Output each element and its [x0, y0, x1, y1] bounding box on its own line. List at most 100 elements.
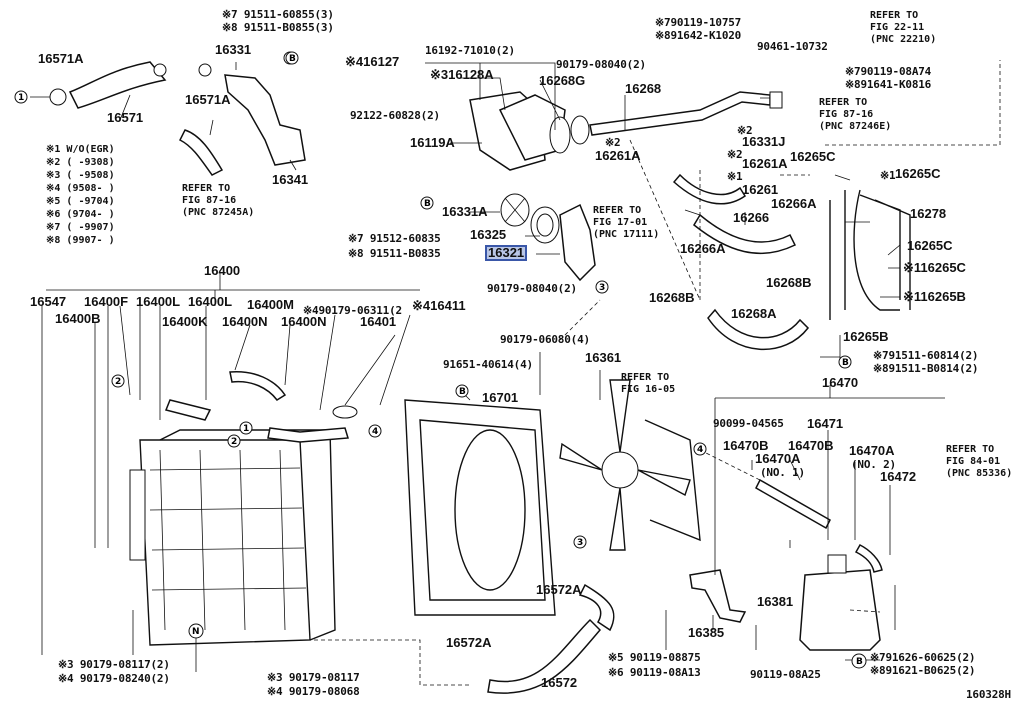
label-16266A-b[interactable]: 16266A: [680, 241, 726, 256]
hose-16268A[interactable]: [707, 308, 809, 350]
label-16400L-b[interactable]: 16400L: [188, 294, 233, 309]
label-92122[interactable]: 92122-60828(2): [350, 109, 440, 122]
label-16325[interactable]: 16325: [470, 227, 507, 242]
label-c1-16261[interactable]: ※1: [727, 170, 743, 183]
pipe-16278[interactable]: [829, 189, 911, 320]
label-90099[interactable]: 90099-04565: [713, 417, 784, 430]
label-16470A-2[interactable]: 16470A: [849, 443, 895, 458]
reserve-tank-16470[interactable]: [799, 554, 881, 651]
label-16261A-a[interactable]: 16261A: [595, 148, 641, 163]
housing-16119A[interactable]: [469, 91, 590, 171]
radiator-16400[interactable]: [129, 429, 336, 646]
label-16400L-a[interactable]: 16400L: [136, 294, 181, 309]
label-16400K[interactable]: 16400K: [162, 314, 208, 329]
hose-16571[interactable]: [49, 61, 167, 109]
label-16268A[interactable]: 16268A: [731, 306, 777, 321]
label-16268B-a[interactable]: 16268B: [766, 275, 812, 290]
label-16547[interactable]: 16547: [30, 294, 67, 309]
label-16400B[interactable]: 16400B: [55, 311, 101, 326]
radiator-cap-16401[interactable]: [332, 405, 358, 419]
label-c2-b[interactable]: ※2: [737, 124, 753, 137]
label-16278[interactable]: 16278: [910, 206, 947, 221]
label-c7-60814[interactable]: ※791511-60814(2): [873, 349, 979, 362]
label-16472[interactable]: 16472: [880, 469, 917, 484]
label-16265C-a[interactable]: 16265C: [790, 149, 836, 164]
label-c2-c[interactable]: ※2: [727, 148, 743, 161]
gasket-16325[interactable]: [530, 206, 560, 244]
label-c4-08240[interactable]: ※4 90179-08240(2): [58, 672, 170, 685]
label-16571A-b[interactable]: 16571A: [185, 92, 231, 107]
label-c7-mid[interactable]: ※7 91512-60835: [348, 232, 441, 245]
refer-block-16-05[interactable]: REFER TO FIG 16-05: [621, 372, 675, 396]
label-16265B-a[interactable]: ※116265B: [903, 289, 966, 304]
label-c2-a[interactable]: ※2: [605, 136, 621, 149]
label-16400[interactable]: 16400: [204, 263, 241, 278]
label-16572[interactable]: 16572: [541, 675, 578, 690]
label-c7-91626[interactable]: ※791626-60625(2): [870, 651, 976, 664]
label-16192[interactable]: 16192-71010(2): [425, 44, 515, 57]
pipe-16268[interactable]: [589, 91, 783, 136]
label-16471[interactable]: 16471: [807, 416, 844, 431]
label-c4-08068[interactable]: ※4 90179-08068: [267, 685, 360, 698]
label-c6-08A13[interactable]: ※6 90119-08A13: [608, 666, 701, 679]
refer-block-22210[interactable]: REFER TO FIG 22-11 (PNC 22210): [870, 10, 936, 46]
label-16571A[interactable]: 16571A: [38, 51, 84, 66]
label-16331J[interactable]: 16331J: [742, 134, 786, 149]
thermostat-16331A[interactable]: [500, 193, 530, 227]
refer-block-17111[interactable]: REFER TO FIG 17-01 (PNC 17111): [593, 205, 659, 241]
hose-16261[interactable]: [672, 173, 747, 205]
shroud-16701[interactable]: [404, 399, 556, 616]
label-90179-08040a[interactable]: 90179-08040(2): [556, 58, 646, 71]
label-16331A[interactable]: 16331A: [442, 204, 488, 219]
hose-16571A[interactable]: [178, 129, 224, 176]
label-16268B-b[interactable]: 16268B: [649, 290, 695, 305]
bracket-16381[interactable]: [689, 569, 747, 623]
label-c7-10757[interactable]: ※790119-10757: [655, 16, 742, 29]
label-16400F[interactable]: 16400F: [84, 294, 129, 309]
label-90179-06311[interactable]: ※490179-06311(2: [303, 304, 402, 317]
label-16261A-b[interactable]: 16261A: [742, 156, 788, 171]
refer-block-87246E[interactable]: REFER TO FIG 87-16 (PNC 87246E): [819, 97, 891, 133]
label-16331[interactable]: 16331: [215, 42, 252, 57]
label-16266A-a[interactable]: 16266A: [771, 196, 817, 211]
fan-16361[interactable]: [559, 379, 701, 551]
label-16571[interactable]: 16571: [107, 110, 144, 125]
label-16470B-b[interactable]: 16470B: [788, 438, 834, 453]
refer-block-87245A[interactable]: REFER TO FIG 87-16 (PNC 87245A): [182, 183, 254, 219]
label-16401[interactable]: 16401: [360, 314, 397, 329]
label-16265C-c[interactable]: 16265C: [907, 238, 953, 253]
label-c3-08117a[interactable]: ※3 90179-08117(2): [58, 658, 170, 671]
label-c1-16265C[interactable]: ※1: [880, 169, 896, 182]
label-c8-91621[interactable]: ※891621-B0625(2): [870, 664, 976, 677]
label-16572A-a[interactable]: 16572A: [536, 582, 582, 597]
label-16265C-b[interactable]: 16265C: [895, 166, 941, 181]
label-c8-91641[interactable]: ※891641-K0816: [845, 78, 932, 91]
label-16128A[interactable]: ※316128A: [430, 67, 494, 82]
label-16268G[interactable]: 16268G: [539, 73, 586, 88]
label-c8-B0814[interactable]: ※891511-B0814(2): [873, 362, 979, 375]
label-16470[interactable]: 16470: [822, 375, 859, 390]
label-c5-08875[interactable]: ※5 90119-08875: [608, 651, 701, 664]
hose-16470A[interactable]: [755, 478, 831, 530]
label-16266[interactable]: 16266: [733, 210, 770, 225]
hose-16572[interactable]: [487, 583, 615, 694]
label-16265C-d[interactable]: ※116265C: [903, 260, 966, 275]
label-16265B-b[interactable]: 16265B: [843, 329, 889, 344]
label-16701[interactable]: 16701: [482, 390, 519, 405]
label-c7-08A74[interactable]: ※790119-08A74: [845, 65, 932, 78]
hose-16266[interactable]: [693, 213, 797, 255]
label-16127[interactable]: ※416127: [345, 54, 400, 69]
label-16470B-a[interactable]: 16470B: [723, 438, 769, 453]
label-c8-mid[interactable]: ※8 91511-B0835: [348, 247, 441, 260]
label-16381[interactable]: 16381: [757, 594, 794, 609]
label-16400M[interactable]: 16400M: [247, 297, 294, 312]
label-16400N-a[interactable]: 16400N: [222, 314, 268, 329]
label-90461[interactable]: 90461-10732: [757, 40, 828, 53]
label-90119-08A25[interactable]: 90119-08A25: [750, 668, 821, 681]
label-91651[interactable]: 91651-40614(4): [443, 358, 533, 371]
label-16321[interactable]: 16321: [484, 245, 528, 261]
label-16411[interactable]: ※416411: [412, 298, 466, 313]
pipe-16411[interactable]: [267, 427, 349, 443]
hose-16472[interactable]: [854, 544, 883, 573]
label-16361[interactable]: 16361: [585, 350, 622, 365]
